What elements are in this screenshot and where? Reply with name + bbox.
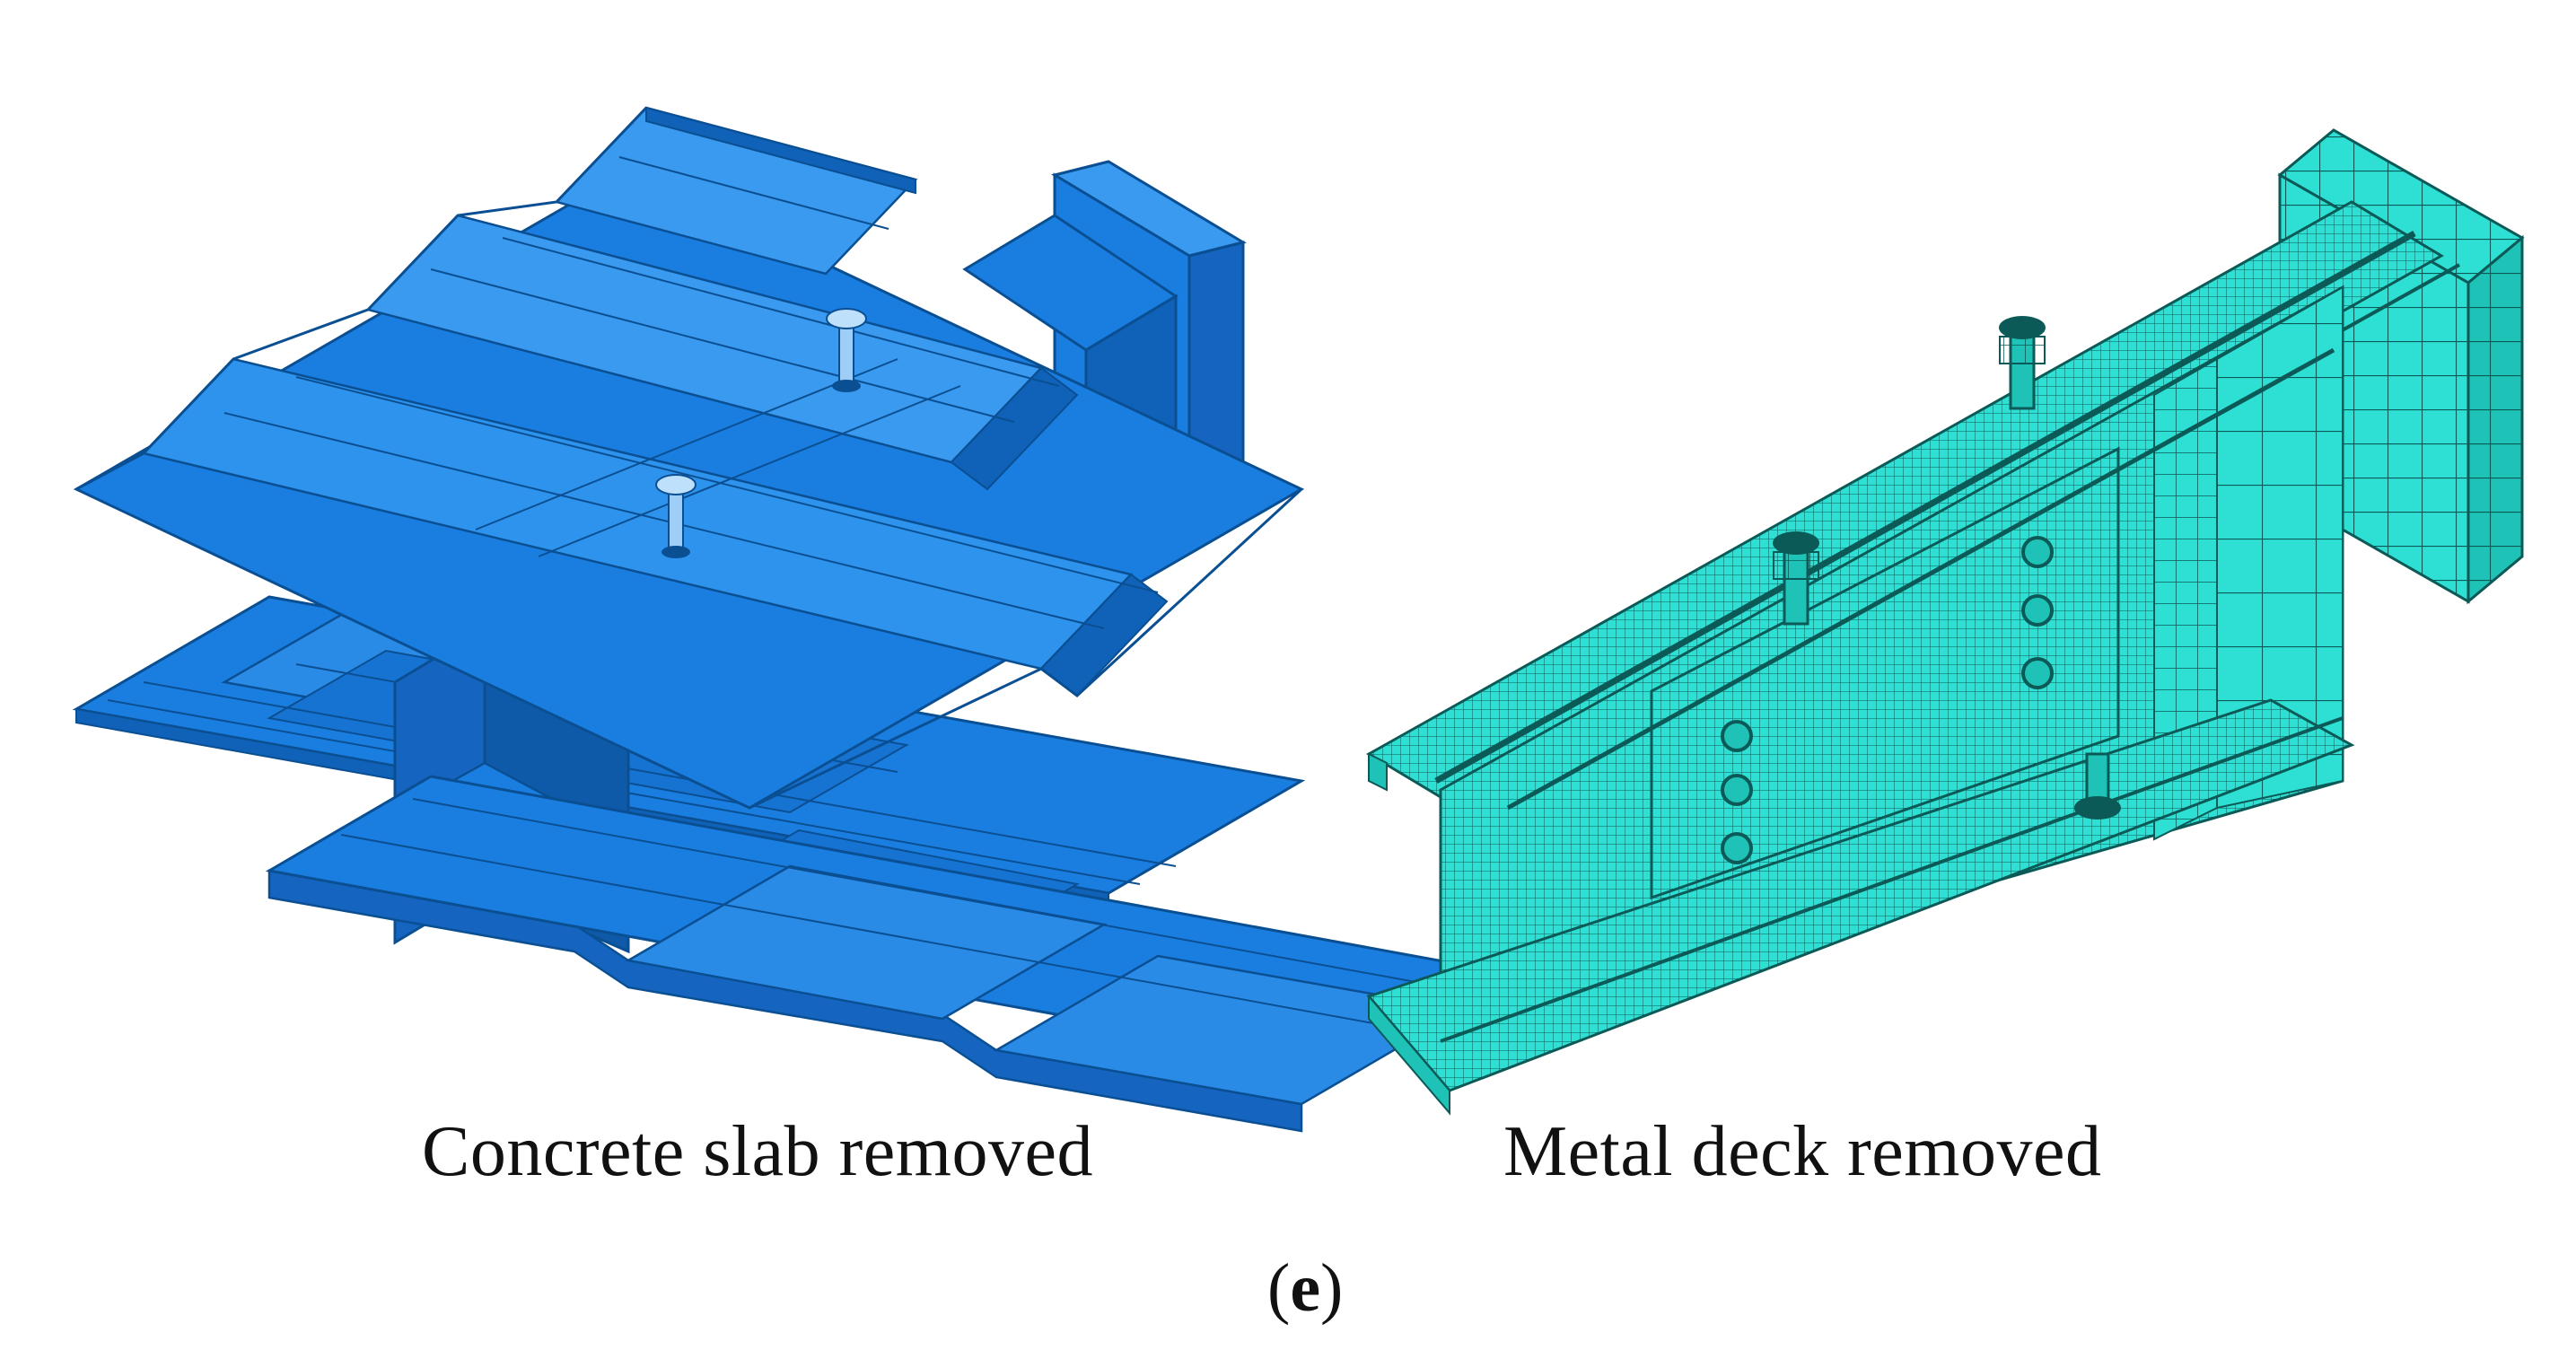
bolt-group xyxy=(1721,536,2054,864)
shear-stud-left-1 xyxy=(826,308,867,392)
panel-label: (e) xyxy=(1267,1249,1343,1328)
caption-concrete-slab-removed: Concrete slab removed xyxy=(422,1112,1093,1191)
shear-stud-right-2 xyxy=(1773,531,1819,626)
panel-label-letter: e xyxy=(1290,1250,1321,1326)
lower-deck-front xyxy=(265,775,1468,1133)
caption-metal-deck-removed: Metal deck removed xyxy=(1503,1112,2102,1191)
panel-label-open: ( xyxy=(1267,1250,1291,1326)
mesh-model-right xyxy=(1366,128,2525,1116)
shear-stud-right-1 xyxy=(1999,316,2046,410)
deck-model-left xyxy=(72,106,1468,1133)
beam-web-mesh xyxy=(1439,285,2344,1043)
panel-label-close: ) xyxy=(1320,1250,1344,1326)
shear-stud-right-3 xyxy=(2074,752,2121,820)
shear-stud-left-2 xyxy=(655,474,697,558)
